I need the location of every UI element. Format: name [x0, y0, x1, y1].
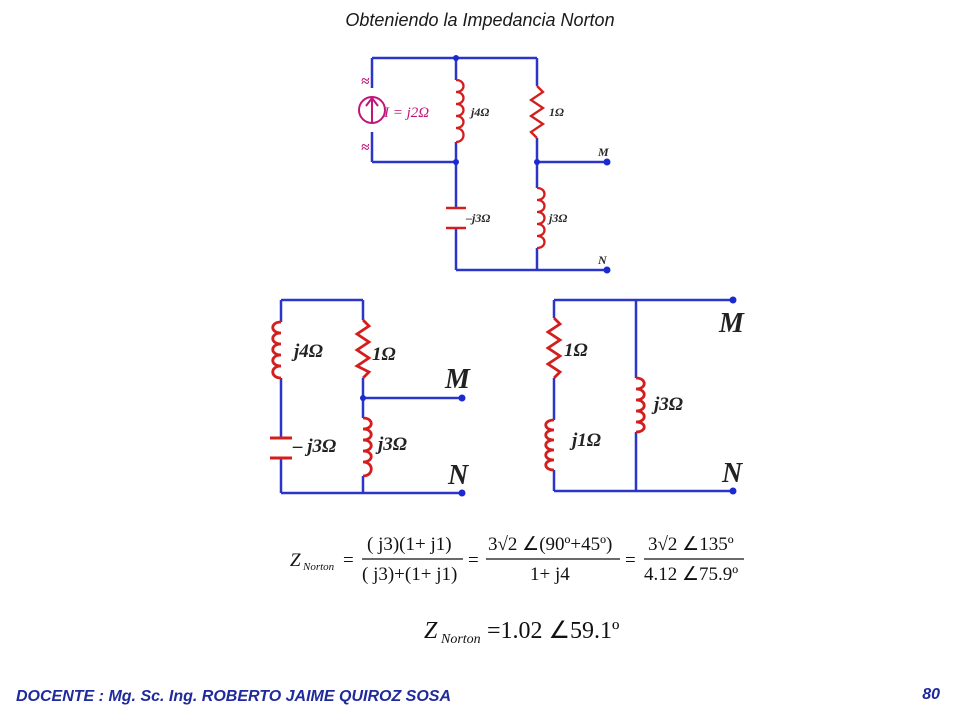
top-label-l2: j3Ω	[547, 211, 567, 225]
left-label-l1: j4Ω	[291, 341, 323, 362]
inductor-j4-left	[271, 320, 282, 380]
left-node-n: N	[447, 460, 470, 491]
inductor-j1-right	[544, 418, 555, 472]
eq1-equals-1: =	[343, 550, 354, 571]
right-circuit	[544, 296, 737, 495]
eq2-z: Z	[424, 618, 438, 644]
current-source	[358, 96, 386, 124]
inductor-j3-left	[362, 416, 373, 478]
eq1-frac2-den: 1+ j4	[530, 564, 570, 585]
right-node-n: N	[721, 458, 744, 489]
inductor-j4-top	[455, 78, 465, 144]
left-label-c1: – j3Ω	[292, 436, 336, 457]
left-label-r1: 1Ω	[372, 344, 396, 365]
eq2-rhs: =1.02 ∠59.1º	[487, 618, 620, 644]
top-node-m: M	[597, 145, 609, 159]
left-circuit-nodes	[360, 394, 466, 497]
right-node-m: M	[718, 308, 745, 339]
author-footer: DOCENTE : Mg. Sc. Ing. ROBERTO JAIME QUI…	[16, 688, 451, 705]
eq1-z-sub: Norton	[302, 561, 335, 573]
left-circuit	[270, 298, 466, 497]
equation-norton-result: Z Norton =1.02 ∠59.1º	[424, 618, 620, 647]
top-circuit	[358, 55, 611, 274]
source-symbol-upper: ≈	[361, 74, 370, 90]
eq2-z-sub: Norton	[440, 632, 481, 647]
top-circuit-nodes	[453, 55, 611, 274]
eq1-equals-2: =	[468, 550, 479, 571]
top-label-c1: –j3Ω	[465, 211, 490, 225]
eq1-frac1-den: ( j3)+(1+ j1)	[362, 564, 457, 585]
equation-norton-calc: Z Norton = ( j3)(1+ j1) ( j3)+(1+ j1) = …	[290, 534, 744, 585]
left-circuit-wires	[279, 298, 462, 495]
capacitor-j3-left	[270, 436, 292, 460]
top-label-l1: j4Ω	[469, 105, 489, 119]
right-label-l1: j1Ω	[569, 430, 601, 451]
eq1-equals-3: =	[625, 550, 636, 571]
top-label-r1: 1Ω	[549, 105, 564, 119]
resistor-1-left	[354, 319, 372, 379]
eq1-frac2-num: 3√2 ∠(90º+45º)	[488, 534, 612, 555]
top-circuit-wires	[370, 56, 607, 272]
page-number: 80	[922, 686, 940, 703]
right-circuit-nodes	[729, 296, 737, 495]
source-label: I = j2Ω	[383, 105, 429, 121]
eq1-frac3-num: 3√2 ∠135º	[648, 534, 734, 555]
page-title: Obteniendo la Impedancia Norton	[345, 10, 615, 30]
eq1-frac3-den: 4.12 ∠75.9º	[644, 564, 738, 585]
right-label-r1: 1Ω	[564, 340, 588, 361]
source-symbol-lower: ≈	[361, 140, 370, 156]
inductor-j3-right	[635, 376, 646, 434]
right-label-l2: j3Ω	[651, 394, 683, 415]
capacitor-j3-top	[446, 206, 466, 230]
resistor-1-top	[528, 85, 546, 139]
left-node-m: M	[444, 364, 471, 395]
left-label-l2: j3Ω	[375, 434, 407, 455]
top-node-n: N	[597, 253, 608, 267]
eq1-z: Z	[290, 550, 301, 571]
eq1-frac1-num: ( j3)(1+ j1)	[367, 534, 452, 555]
inductor-j3-top	[536, 186, 546, 250]
right-circuit-wires	[552, 298, 733, 493]
resistor-1-right	[545, 317, 563, 379]
